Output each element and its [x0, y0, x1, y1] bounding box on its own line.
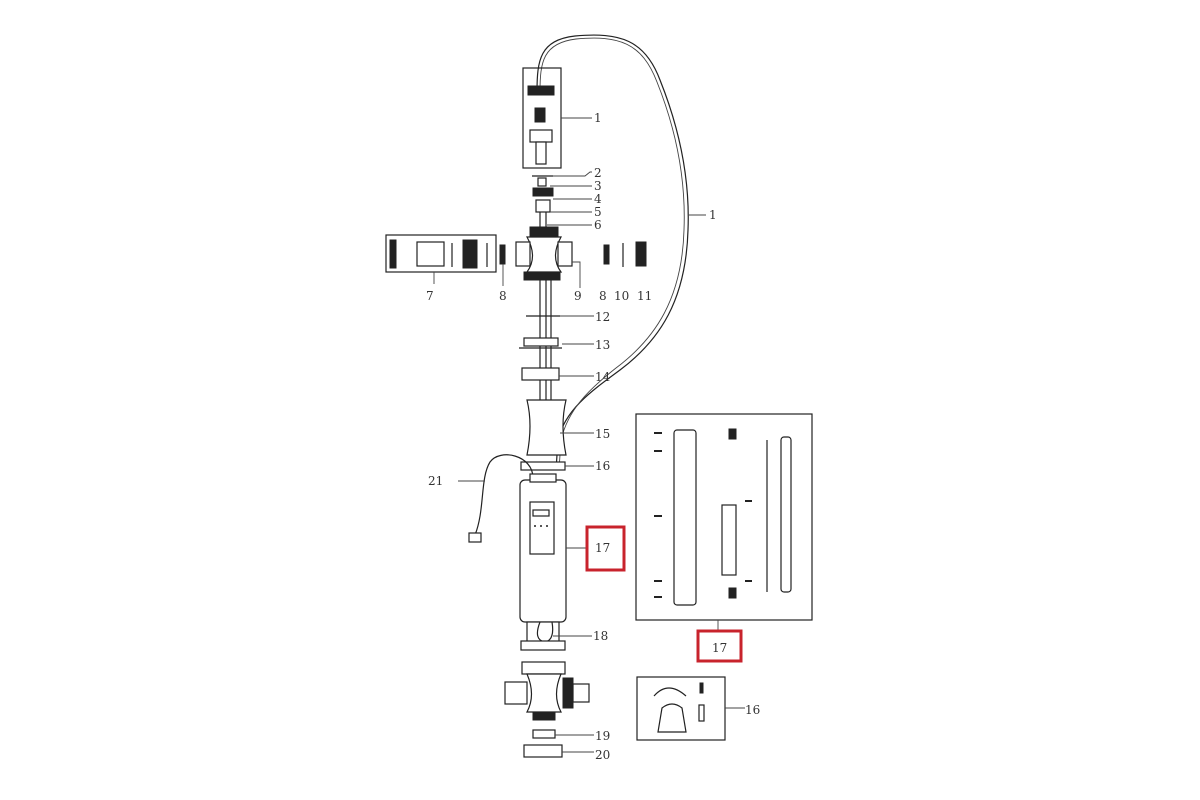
label-7: 7 — [426, 289, 434, 303]
part-14-nut — [521, 367, 560, 381]
label-6: 6 — [594, 218, 602, 232]
label-4: 4 — [594, 192, 602, 206]
label-18: 18 — [593, 629, 608, 643]
label-8-right: 8 — [599, 289, 607, 303]
part-11 — [635, 241, 647, 267]
label-3: 3 — [594, 179, 602, 193]
label-17-detail: 17 — [712, 641, 727, 655]
highlight-box-17-detail — [696, 629, 743, 663]
part-17-control-unit — [519, 473, 586, 623]
part-8-right — [603, 244, 610, 265]
part-19-ring — [532, 729, 556, 739]
part-15-electrode — [526, 399, 567, 456]
part-17-detail — [635, 413, 813, 630]
label-16-detail: 16 — [745, 703, 760, 717]
part-16-detail — [636, 676, 745, 741]
label-15: 15 — [595, 427, 610, 441]
part-7-union — [385, 234, 497, 284]
label-19: 19 — [595, 729, 610, 743]
lower-tee — [504, 661, 590, 721]
label-11: 11 — [637, 289, 652, 303]
part-9-tee — [515, 226, 581, 288]
label-9: 9 — [574, 289, 582, 303]
highlight-box-17-main — [585, 525, 626, 572]
part-21-power-cable — [474, 454, 534, 536]
label-8-left: 8 — [499, 289, 507, 303]
label-1-top: 1 — [594, 111, 602, 125]
cable-1 — [536, 34, 689, 471]
label-13: 13 — [595, 338, 610, 352]
label-2: 2 — [594, 166, 602, 180]
label-20: 20 — [595, 748, 610, 762]
part-20-nut — [523, 744, 563, 758]
label-1-cable: 1 — [709, 208, 717, 222]
label-5: 5 — [594, 205, 602, 219]
part-1-assembly — [522, 67, 592, 169]
label-10: 10 — [614, 289, 629, 303]
label-17-main: 17 — [595, 541, 610, 555]
label-14: 14 — [595, 370, 611, 384]
part-8-left — [499, 244, 506, 265]
label-16: 16 — [595, 459, 610, 473]
part-13-disc — [519, 337, 562, 349]
label-21: 21 — [428, 474, 443, 488]
label-12: 12 — [595, 310, 610, 324]
parts-2-6 — [532, 171, 592, 228]
part-18-cable — [520, 621, 592, 651]
